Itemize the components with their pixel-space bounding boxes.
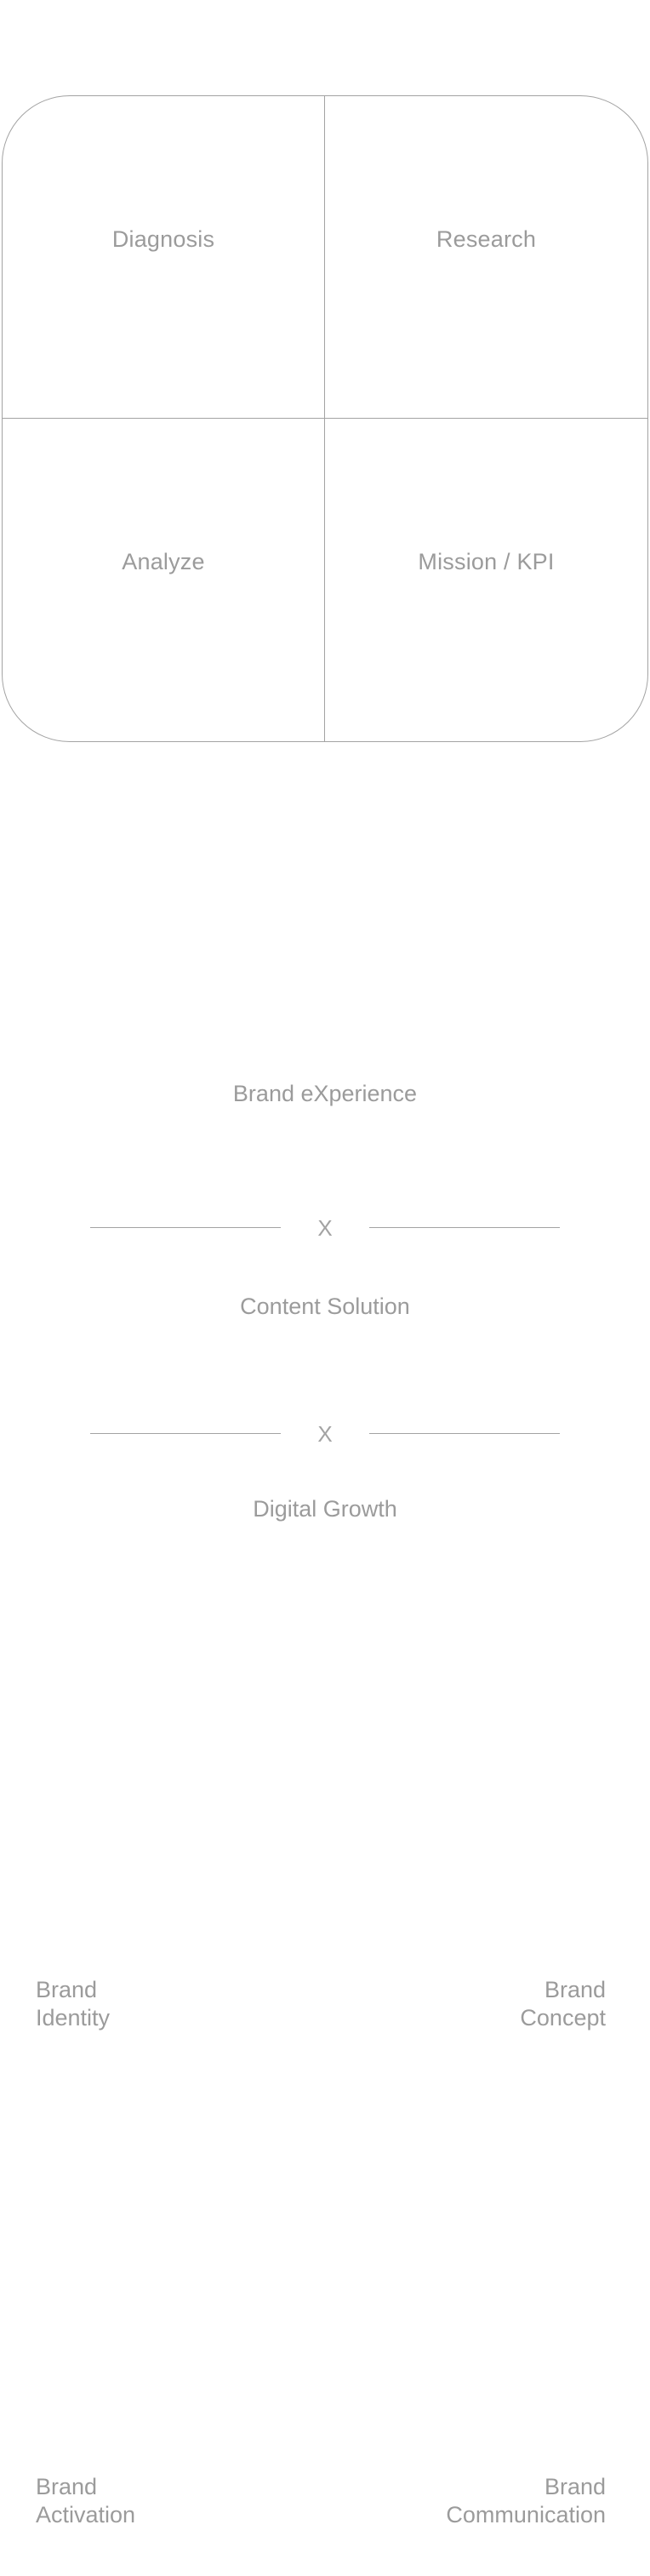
- separator-line-right: [369, 1433, 560, 1434]
- grid-cell-research: Research: [325, 96, 647, 419]
- brand-identity-line-2: Identity: [36, 2005, 111, 2031]
- brand-communication-line-1: Brand: [544, 2474, 606, 2499]
- grid-label-diagnosis: Diagnosis: [111, 226, 215, 252]
- separator-line-left: [90, 1227, 281, 1228]
- formula-content-solution: Content Solution: [240, 1294, 410, 1319]
- separator-line-right: [369, 1227, 560, 1228]
- grid-cell-diagnosis: Diagnosis: [3, 96, 325, 419]
- grid-label-analyze: Analyze: [122, 549, 205, 574]
- formula-separator-2: X: [0, 1421, 650, 1447]
- brand-activation-line-2: Activation: [36, 2502, 136, 2527]
- grid-label-research: Research: [436, 226, 537, 252]
- brand-activation-line-1: Brand: [36, 2474, 98, 2499]
- brand-concept-line-1: Brand: [544, 1977, 606, 2002]
- brand-communication-label: Brand Communication: [446, 2473, 606, 2529]
- brand-identity-line-1: Brand: [36, 1977, 98, 2002]
- multiply-operator: X: [317, 1421, 333, 1447]
- brand-activation-label: Brand Activation: [36, 2473, 135, 2529]
- formula-brand-experience: Brand eXperience: [232, 1081, 418, 1106]
- separator-line-left: [90, 1433, 281, 1434]
- grid-cell-analyze: Analyze: [3, 419, 325, 741]
- formula-digital-growth: Digital Growth: [253, 1496, 397, 1522]
- formula-separator-1: X: [0, 1215, 650, 1241]
- grid-cell-mission-kpi: Mission / KPI: [325, 419, 647, 741]
- process-grid: Diagnosis Research Analyze Mission / KPI: [2, 95, 648, 742]
- brand-concept-label: Brand Concept: [520, 1976, 606, 2032]
- brand-identity-label: Brand Identity: [36, 1976, 110, 2032]
- brand-communication-line-2: Communication: [446, 2502, 606, 2527]
- brand-concept-line-2: Concept: [520, 2005, 606, 2031]
- grid-label-mission-kpi: Mission / KPI: [418, 549, 555, 574]
- multiply-operator: X: [317, 1215, 333, 1241]
